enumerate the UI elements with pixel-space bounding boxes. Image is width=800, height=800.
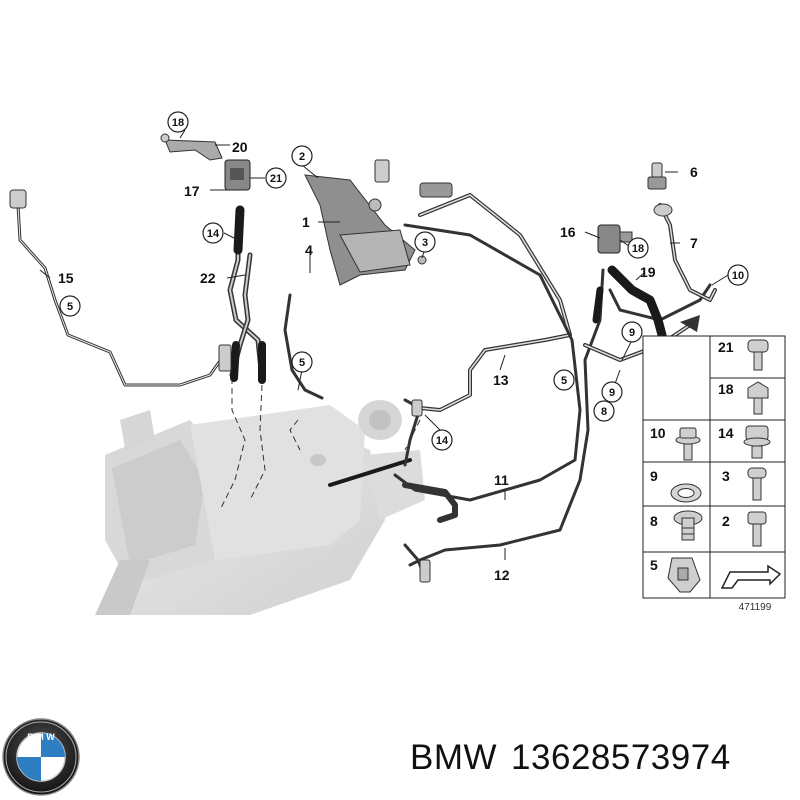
clip-nut-5-icon <box>667 557 701 593</box>
callout-7: 7 <box>690 235 698 251</box>
callout-21-top: 21 <box>270 173 282 185</box>
dashed-routing-lines <box>219 378 421 511</box>
figure-number: 471199 <box>739 602 772 613</box>
callout-18-right: 18 <box>632 243 644 255</box>
callout-14-lower: 14 <box>436 435 449 447</box>
callout-10: 10 <box>732 270 744 282</box>
callout-20: 20 <box>232 139 248 155</box>
bolt-18-icon <box>747 381 769 415</box>
callout-5-left: 5 <box>67 301 73 313</box>
callout-14-left: 14 <box>207 228 220 240</box>
flange-bolt-10-icon <box>675 427 701 461</box>
table-label-21: 21 <box>718 339 734 355</box>
callout-12: 12 <box>494 567 510 583</box>
bolt-21-icon <box>747 339 769 371</box>
table-label-9: 9 <box>650 468 658 484</box>
table-label-10: 10 <box>650 425 666 441</box>
callout-5-right: 5 <box>561 375 567 387</box>
callout-8: 8 <box>601 406 607 418</box>
arrow-symbol-icon <box>720 564 782 589</box>
callout-9-lower: 9 <box>609 387 615 399</box>
callout-22: 22 <box>200 270 216 286</box>
hose-lines <box>16 193 717 580</box>
callout-17: 17 <box>184 183 200 199</box>
callout-15: 15 <box>58 270 74 286</box>
callout-16: 16 <box>560 224 576 240</box>
callout-9-upper: 9 <box>629 327 635 339</box>
callout-1: 1 <box>302 214 310 230</box>
callout-13: 13 <box>493 372 509 388</box>
callout-5-middle: 5 <box>299 357 305 369</box>
callout-11: 11 <box>494 472 509 488</box>
callout-numbers: 18 20 21 17 14 22 15 5 2 1 4 3 5 6 7 16 … <box>58 117 744 583</box>
table-label-3: 3 <box>722 468 730 484</box>
banjo-fitting-8-icon <box>673 510 703 541</box>
callout-19: 19 <box>640 264 656 280</box>
bolt-2-icon <box>747 511 767 547</box>
screw-3-icon <box>747 467 767 501</box>
table-label-8: 8 <box>650 513 658 529</box>
sealing-ring-9-icon <box>670 483 702 503</box>
banjo-bolt-14-icon <box>743 425 771 459</box>
table-label-2: 2 <box>722 513 730 529</box>
part-caption: BMW 13628573974 <box>410 738 745 778</box>
brand-name: BMW <box>410 738 498 777</box>
components <box>9 133 700 583</box>
parts-table: 21 18 10 14 9 3 8 2 5 <box>642 335 786 613</box>
callout-2: 2 <box>299 151 305 163</box>
callout-18-top: 18 <box>172 117 184 129</box>
callout-4: 4 <box>305 242 313 258</box>
bmw-logo-icon: B M W <box>2 718 80 796</box>
table-label-18: 18 <box>718 381 734 397</box>
table-label-5: 5 <box>650 557 658 573</box>
table-label-14: 14 <box>718 425 734 441</box>
callout-circles <box>59 111 749 451</box>
particulate-filter-housing <box>95 400 425 615</box>
part-number: 13628573974 <box>511 738 731 777</box>
callout-3: 3 <box>422 237 428 249</box>
svg-text:B M W: B M W <box>27 732 55 742</box>
callout-6: 6 <box>690 164 698 180</box>
